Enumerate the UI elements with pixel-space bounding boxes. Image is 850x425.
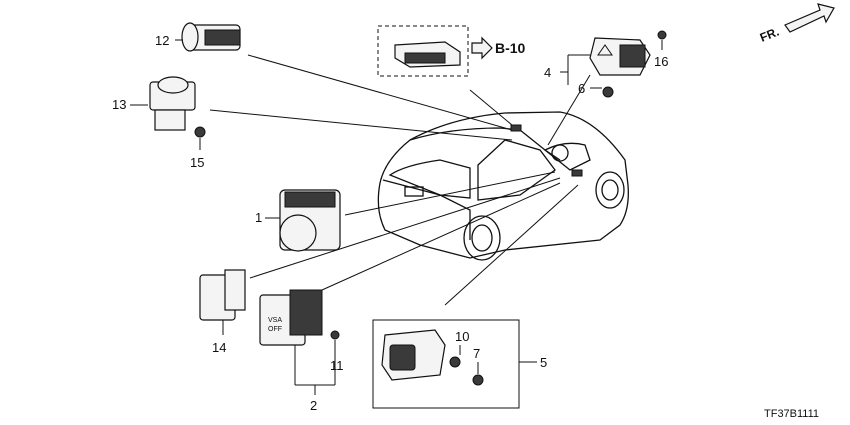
svg-text:14: 14 xyxy=(212,340,226,355)
part-10-screw: 10 xyxy=(449,329,469,368)
svg-text:4: 4 xyxy=(544,65,551,80)
svg-text:16: 16 xyxy=(654,54,668,69)
svg-text:B-10: B-10 xyxy=(495,40,526,56)
part-12-cigar-socket: 12 xyxy=(155,22,241,52)
part-6-clip: 6 xyxy=(578,81,614,98)
part-11-screw: 11 xyxy=(330,330,344,385)
svg-text:10: 10 xyxy=(455,329,469,344)
svg-text:5: 5 xyxy=(540,355,547,370)
part-4-hazard-switch: 4 xyxy=(544,37,651,85)
front-direction-indicator: FR. xyxy=(758,3,835,45)
svg-text:15: 15 xyxy=(190,155,204,170)
svg-text:OFF: OFF xyxy=(268,326,282,333)
part-5-group: 5 xyxy=(372,319,547,409)
part-2-vsa-switch: VSA OFF 2 xyxy=(259,289,335,413)
car-body xyxy=(377,111,629,261)
svg-text:13: 13 xyxy=(112,97,126,112)
part-1-mirror-switch: 1 xyxy=(255,189,341,252)
svg-text:11: 11 xyxy=(330,358,344,373)
svg-text:6: 6 xyxy=(578,81,585,96)
part-15-screw: 15 xyxy=(190,126,206,170)
part-7-screw: 7 xyxy=(472,346,484,386)
diagram-code: TF37B1111 xyxy=(764,408,819,420)
part-16-screw: 16 xyxy=(654,30,668,69)
svg-text:1: 1 xyxy=(255,210,262,225)
svg-text:VSA: VSA xyxy=(268,317,282,324)
part-14-blank-cover: 14 xyxy=(199,269,246,355)
b10-reference-box: B-10 xyxy=(377,25,526,77)
svg-text:2: 2 xyxy=(310,398,317,413)
leader-lines xyxy=(209,54,591,306)
svg-text:12: 12 xyxy=(155,33,169,48)
part-13-switch: 13 xyxy=(112,76,196,131)
svg-text:FR.: FR. xyxy=(758,25,781,45)
svg-text:7: 7 xyxy=(473,346,480,361)
